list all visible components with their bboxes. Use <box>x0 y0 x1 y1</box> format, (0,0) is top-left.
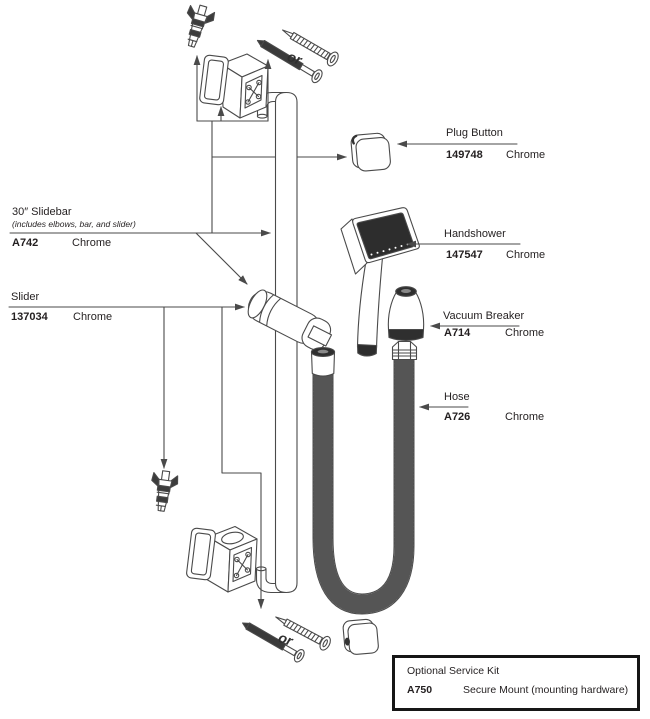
wall-anchor-top-drawing <box>186 4 216 48</box>
hose-drawing <box>310 340 418 615</box>
service-kit-title: Optional Service Kit <box>407 665 500 677</box>
plug-button-part-number: 149748 <box>446 149 483 161</box>
slidebar-subtitle: (includes elbows, bar, and slider) <box>12 219 136 229</box>
handshower-finish: Chrome <box>506 249 546 261</box>
optional-service-kit-box: Optional Service Kit A750 Secure Mount (… <box>392 655 640 711</box>
plug-button-title: Plug Button <box>446 127 503 139</box>
mounting-screws-bottom-drawing: or <box>242 616 331 663</box>
slidebar-finish: Chrome <box>72 237 112 249</box>
slidebar-drawing <box>255 91 298 594</box>
slider-part-number: 137034 <box>11 311 48 323</box>
elbow-top-drawing <box>199 53 269 119</box>
wall-anchor-bottom-drawing <box>151 470 179 512</box>
mounting-screws-top-drawing: or <box>256 29 339 84</box>
hose-part-number: A726 <box>444 411 471 423</box>
plug-button-finish: Chrome <box>506 149 546 161</box>
slider-finish: Chrome <box>73 311 113 323</box>
service-kit-part-number: A750 <box>407 684 433 696</box>
slider-title: Slider <box>11 291 40 303</box>
handshower-part-number: 147547 <box>446 249 483 261</box>
leader-slidebar-to-slider <box>195 232 248 285</box>
hose-finish: Chrome <box>505 411 545 423</box>
slider-drawing <box>247 289 333 351</box>
leader-lines <box>8 55 521 609</box>
plug-button-bottom-drawing <box>342 618 379 655</box>
hose-title: Hose <box>444 391 470 403</box>
service-kit-description: Secure Mount (mounting hardware) <box>463 684 629 696</box>
vacuum-breaker-part-number: A714 <box>444 327 471 339</box>
plug-button-top-drawing <box>350 132 391 172</box>
vacuum-breaker-drawing <box>387 286 425 342</box>
slidebar-part-number: A742 <box>12 237 39 249</box>
handshower-title: Handshower <box>444 228 506 240</box>
vacuum-breaker-finish: Chrome <box>505 327 545 339</box>
elbow-bottom-drawing <box>186 525 258 593</box>
vacuum-breaker-title: Vacuum Breaker <box>443 310 525 322</box>
slidebar-title: 30″ Slidebar <box>12 206 72 218</box>
leader-bottom-screws-arrow <box>221 306 265 609</box>
